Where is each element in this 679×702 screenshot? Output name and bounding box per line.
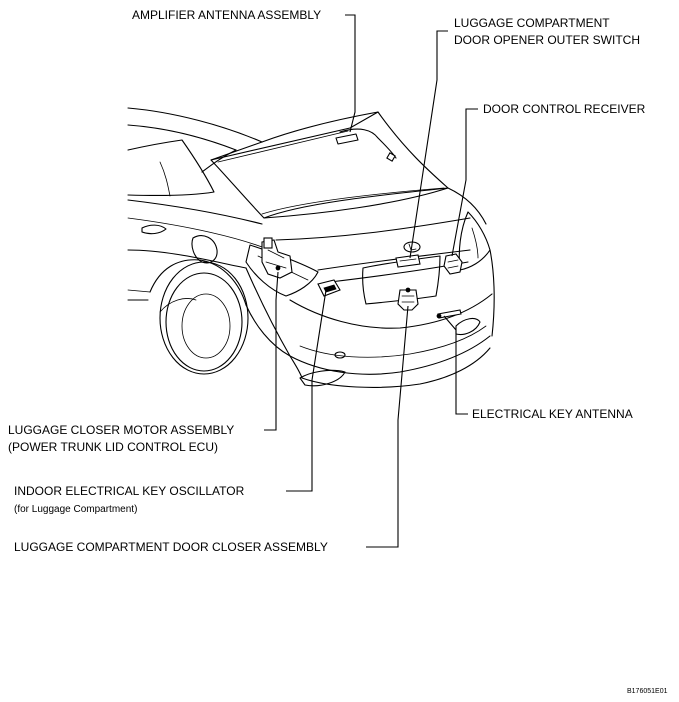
leader-lines	[264, 14, 478, 548]
label-amplifier-antenna: AMPLIFIER ANTENNA ASSEMBLY	[132, 8, 321, 22]
door-closer-part	[397, 287, 419, 311]
amplifier-antenna-part	[335, 128, 397, 162]
label-closer-motor-line2: (POWER TRUNK LID CONTROL ECU)	[8, 440, 218, 454]
label-electrical-key-antenna: ELECTRICAL KEY ANTENNA	[472, 407, 633, 421]
figure-code: B176051E01	[627, 688, 668, 695]
label-door-closer: LUGGAGE COMPARTMENT DOOR CLOSER ASSEMBLY	[14, 540, 328, 554]
door-control-receiver-part	[443, 253, 463, 275]
label-opener-switch-line1: LUGGAGE COMPARTMENT	[454, 16, 610, 30]
label-closer-motor-line1: LUGGAGE CLOSER MOTOR ASSEMBLY	[8, 423, 234, 437]
key-oscillator-part	[317, 279, 341, 297]
opener-switch-part	[395, 254, 421, 268]
car-body-outline	[127, 107, 495, 388]
electrical-key-antenna-part	[436, 309, 462, 319]
label-door-control-receiver: DOOR CONTROL RECEIVER	[483, 102, 646, 116]
label-oscillator-line2: (for Luggage Compartment)	[14, 504, 137, 515]
label-opener-switch-line2: DOOR OPENER OUTER SWITCH	[454, 33, 640, 47]
label-oscillator-line1: INDOOR ELECTRICAL KEY OSCILLATOR	[14, 484, 245, 498]
closer-motor-part	[261, 237, 293, 279]
